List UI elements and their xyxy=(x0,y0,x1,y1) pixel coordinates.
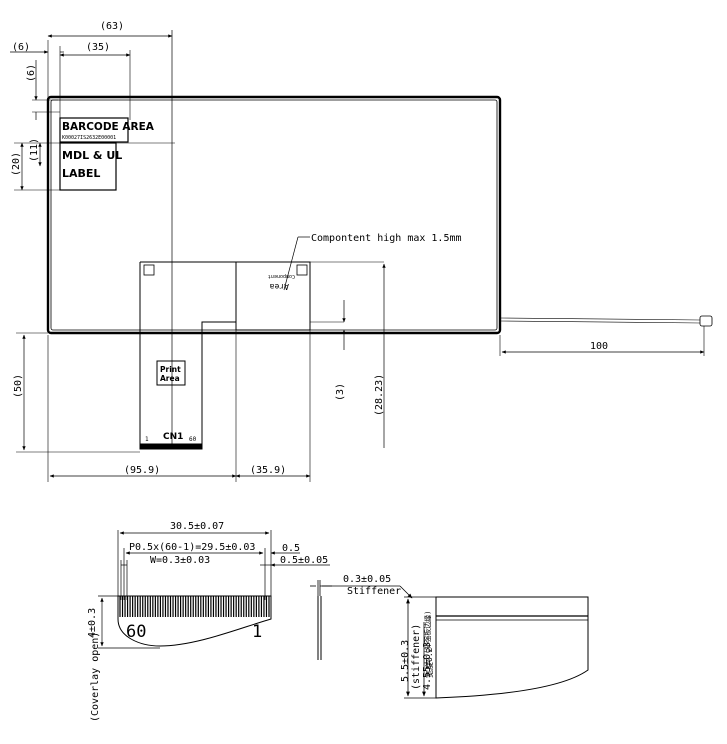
fpc-dim-pitch: P0.5x(60-1)=29.5±0.03 xyxy=(129,542,255,553)
panel-outline xyxy=(46,95,502,335)
fpc-pin-right-label: 1 xyxy=(252,622,262,642)
dim-95-9: (95.9) xyxy=(124,465,160,476)
fpc-pin-left-label: 60 xyxy=(126,622,146,642)
fpc-detail-text: 30.5±0.07 P0.5x(60-1)=29.5±0.03 W=0.3±0.… xyxy=(87,521,328,722)
stiffener-dim-4-55-note: (补强板边缘) xyxy=(423,611,432,654)
barcode-area-title: BARCODE AREA xyxy=(62,121,155,133)
mdl-ul-label-box xyxy=(59,142,117,191)
print-area-box xyxy=(156,360,186,386)
stiffener-detail-text: 0.3±0.05 Stiffener 5.5±0.3 (stiffener) 4… xyxy=(343,574,434,690)
stiffener-body xyxy=(435,596,589,699)
connector-pin-start: 1 xyxy=(145,436,149,443)
dim-100: 100 xyxy=(590,341,608,352)
barcode-area-box xyxy=(59,117,129,143)
mdl-ul-label-line2: LABEL xyxy=(62,167,100,180)
fpc-dim-height-note: (Coverlay open) xyxy=(90,632,101,722)
component-note: Compontent high max 1.5mm xyxy=(311,233,462,244)
top-view xyxy=(10,30,713,482)
fpc-dim-height: 4±0.3 xyxy=(87,608,98,638)
top-view-text: (63) (6) (35) (6) (20) (11) BARCODE AREA… xyxy=(11,21,608,476)
dim-20: (20) xyxy=(11,152,22,176)
mdl-ul-label-line1: MDL & UL xyxy=(62,149,122,162)
component-area-box xyxy=(235,261,311,331)
dim-3: (3) xyxy=(335,383,346,401)
dim-11: (11) xyxy=(29,138,40,162)
dim-6-side: (6) xyxy=(26,64,37,82)
dim-28-23: (28.23) xyxy=(374,374,385,416)
component-area-line1: Component xyxy=(268,273,295,279)
fpc-dim-width: W=0.3±0.03 xyxy=(150,555,210,566)
stiffener-dim-5-5-note: (stiffener) xyxy=(411,624,422,690)
dim-63: (63) xyxy=(100,21,124,32)
connector-cn1 xyxy=(139,443,203,450)
fpc-tail xyxy=(139,262,236,447)
stiffener-detail xyxy=(310,580,589,699)
stiffener-dim-thickness: 0.3±0.05 xyxy=(343,574,391,585)
fpc-pin-hatching xyxy=(119,596,270,617)
stiffener-dim-5-5: 5.5±0.3 xyxy=(400,640,411,682)
dim-35-9: (35.9) xyxy=(250,465,286,476)
dim-6-top: (6) xyxy=(12,42,30,53)
cable-connector xyxy=(699,315,713,327)
fpc-detail-body xyxy=(117,595,272,647)
fpc-dim-0-5: 0.5 xyxy=(282,543,300,554)
stiffener-label: Stiffener xyxy=(347,586,401,597)
fpc-dim-total: 30.5±0.07 xyxy=(170,521,224,532)
component-area-line2: Area xyxy=(270,282,289,291)
dim-50: (50) xyxy=(13,374,24,398)
panel-inner-outline xyxy=(50,99,498,331)
stiffener-dim-side: 宽度0.2 xyxy=(424,647,434,678)
dim-35: (35) xyxy=(86,42,110,53)
stiffener-dim-4-55: 4.55±0.3 xyxy=(422,642,433,690)
print-area-line2: Area xyxy=(160,374,180,383)
fpc-detail xyxy=(98,530,330,649)
connector-name: CN1 xyxy=(163,432,183,442)
fpc-dim-0-5-tol: 0.5±0.05 xyxy=(280,555,328,566)
barcode-code: K00027IS2632E00001 xyxy=(62,135,116,141)
connector-pin-end: 60 xyxy=(189,436,197,443)
print-area-line1: Print xyxy=(160,365,181,374)
